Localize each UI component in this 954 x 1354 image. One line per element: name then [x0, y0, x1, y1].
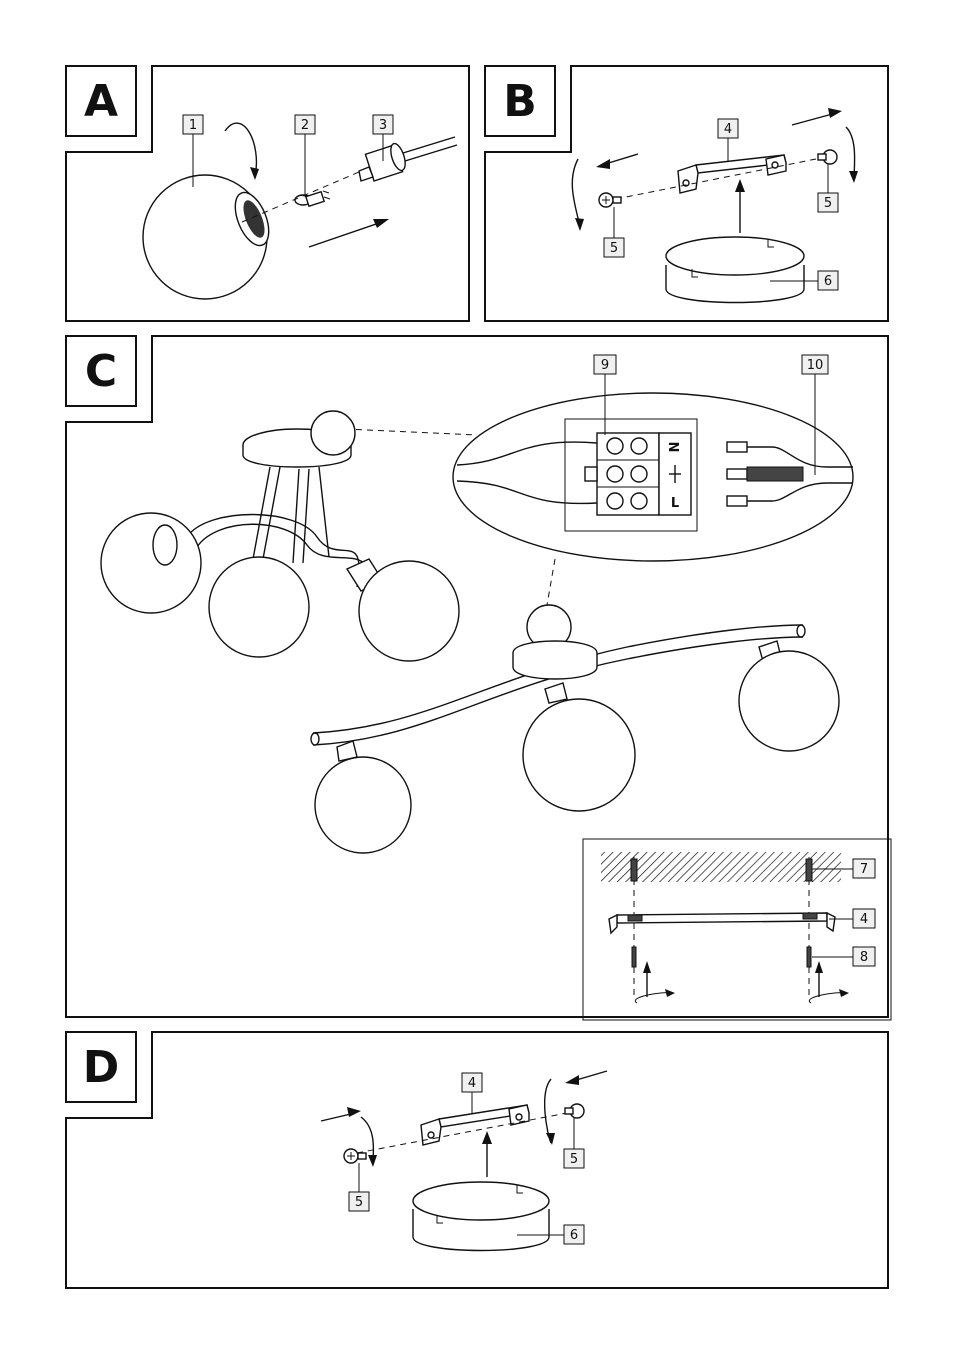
- panel-a: A 1: [65, 65, 470, 322]
- callout-2: 2: [295, 115, 315, 197]
- screw-right-c: [807, 947, 811, 967]
- screw-right-d: [565, 1104, 584, 1118]
- callout-4-c: 4: [829, 909, 875, 928]
- svg-text:5: 5: [824, 196, 832, 211]
- live-symbol: L: [671, 496, 679, 511]
- up-arrowhead-b: [735, 179, 745, 192]
- panel-b-drawing: 4 5 5 6: [486, 67, 891, 324]
- callout-5-left-d: 5: [349, 1163, 369, 1211]
- bracket-shape-d: [421, 1105, 529, 1145]
- wall-plug-right: [806, 859, 812, 881]
- svg-text:4: 4: [860, 912, 868, 927]
- panel-b: B: [484, 65, 889, 322]
- svg-text:3: 3: [379, 118, 387, 133]
- svg-text:5: 5: [610, 241, 618, 256]
- callout-5-right-b: 5: [818, 164, 838, 212]
- socket-shape: [359, 137, 457, 181]
- panel-a-drawing: 1 2 3: [67, 67, 472, 324]
- svg-text:6: 6: [570, 1228, 578, 1243]
- callout-5-right-d: 5: [564, 1118, 584, 1168]
- screw-left-b: [599, 193, 621, 207]
- canopy-shape-d: [413, 1182, 549, 1251]
- panel-d: D: [65, 1031, 889, 1289]
- svg-text:6: 6: [824, 274, 832, 289]
- svg-text:5: 5: [570, 1152, 578, 1167]
- screw-left-c: [632, 947, 636, 967]
- bracket-shape-b: [678, 155, 786, 193]
- svg-text:4: 4: [468, 1076, 476, 1091]
- canopy-shape-b: [666, 237, 804, 303]
- wall-plug-left: [631, 859, 637, 881]
- callout-4-b: 4: [718, 119, 738, 161]
- terminal-block: N L: [597, 433, 691, 515]
- detail-leader-bottom: [547, 559, 555, 605]
- screw-right-b: [818, 150, 837, 164]
- internal-earth-wire: [585, 467, 597, 481]
- neutral-symbol: N: [665, 442, 680, 453]
- spiral-lamp: [101, 411, 459, 661]
- screw-left-d: [344, 1149, 366, 1163]
- detail-leader-top: [345, 429, 477, 435]
- svg-text:4: 4: [724, 122, 732, 137]
- rotate-left-b: [572, 159, 580, 227]
- svg-text:5: 5: [355, 1195, 363, 1210]
- rotate-arrowhead-a: [250, 167, 259, 180]
- push-arrow-a: [309, 221, 385, 247]
- svg-text:9: 9: [601, 358, 609, 373]
- push-arrowhead-a: [373, 219, 389, 228]
- bulb-shape: [295, 191, 330, 206]
- svg-text:8: 8: [860, 950, 868, 965]
- svg-text:2: 2: [301, 118, 309, 133]
- panel-c-drawing: N L: [67, 337, 891, 1020]
- callout-5-left-b: 5: [604, 207, 624, 257]
- svg-text:7: 7: [860, 862, 868, 877]
- callout-8: 8: [812, 947, 875, 966]
- mounting-inset: [583, 839, 891, 1020]
- svg-text:10: 10: [807, 358, 824, 373]
- panel-c: C N L: [65, 335, 889, 1018]
- svg-text:1: 1: [189, 118, 197, 133]
- callout-4-d: 4: [462, 1073, 482, 1113]
- panel-d-drawing: 4 5 5 6: [67, 1033, 891, 1291]
